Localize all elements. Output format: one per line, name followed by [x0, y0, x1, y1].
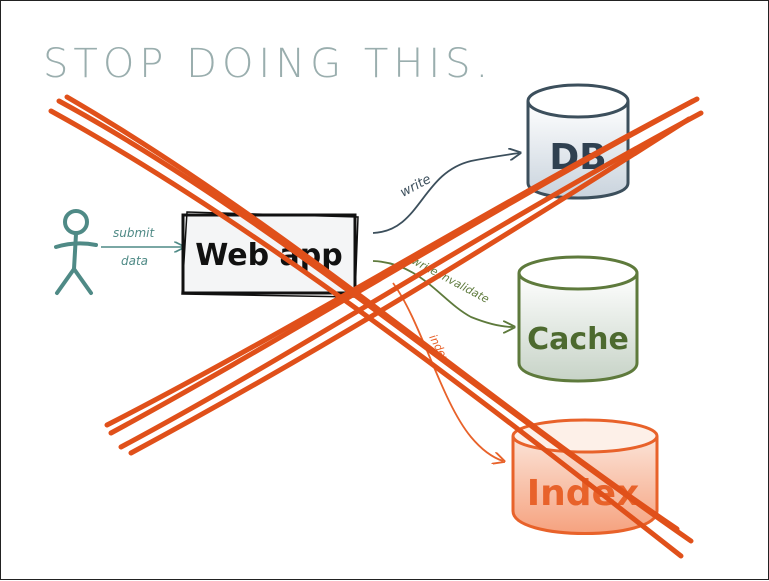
write-label: write	[398, 172, 434, 201]
index-cylinder: Index	[511, 418, 659, 535]
submit-data-arrow: submit data	[101, 226, 183, 268]
data-label: data	[121, 254, 148, 268]
index-arrow: index	[392, 282, 503, 461]
web-app-box: Web app	[181, 211, 359, 298]
slide-title: STOP DOING THIS.	[43, 41, 493, 87]
submit-label: submit	[113, 226, 155, 240]
cross-out-mark	[48, 94, 704, 559]
cache-cylinder: Cache	[517, 255, 639, 383]
stick-figure-icon	[54, 209, 98, 295]
cache-label: Cache	[527, 322, 629, 357]
write-arrow: write	[372, 153, 519, 234]
invalidate-label: write/invalidate	[410, 254, 492, 306]
